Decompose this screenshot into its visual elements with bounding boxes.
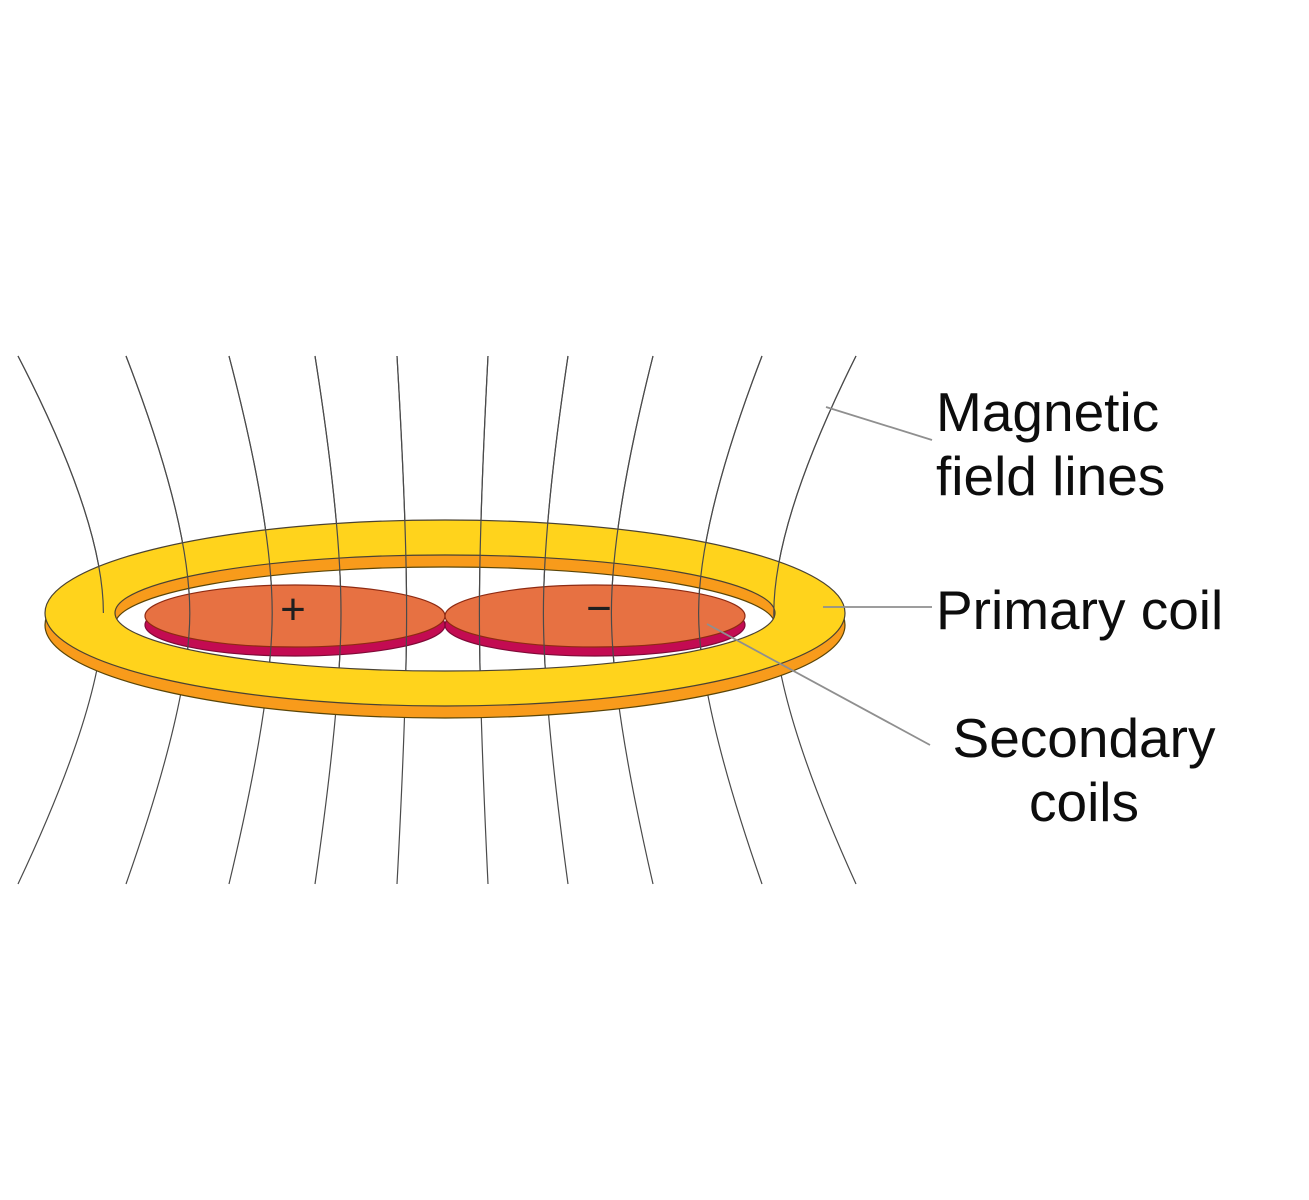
secondary-coil-left <box>144 584 446 657</box>
magnetic-field-lines-front <box>17 355 857 671</box>
magnetic-field-line <box>314 355 342 671</box>
label-secondary-coils: Secondary coils <box>952 707 1216 833</box>
magnetic-field-line <box>125 355 191 671</box>
primary-coil-ring <box>44 519 846 707</box>
leader-secondary-coils <box>706 623 931 746</box>
secondary-coil-right-top <box>444 584 746 648</box>
label-magnetic-field-lines: Magnetic field lines <box>936 381 1166 507</box>
leader-magnetic-field-lines <box>825 406 933 441</box>
magnetic-field-line <box>773 355 857 671</box>
magnetic-field-line <box>228 355 273 671</box>
plus-symbol: + <box>280 585 306 634</box>
magnetic-field-line <box>17 355 105 671</box>
label-primary-coil: Primary coil <box>936 579 1224 641</box>
magnetic-field-line <box>610 355 654 671</box>
minus-symbol: − <box>586 584 612 633</box>
magnetic-field-line <box>697 355 763 671</box>
secondary-coil-right <box>444 584 746 657</box>
magnetic-field-line <box>542 355 569 671</box>
magnetic-field-line <box>478 355 489 671</box>
magnetic-field-line <box>396 355 408 671</box>
